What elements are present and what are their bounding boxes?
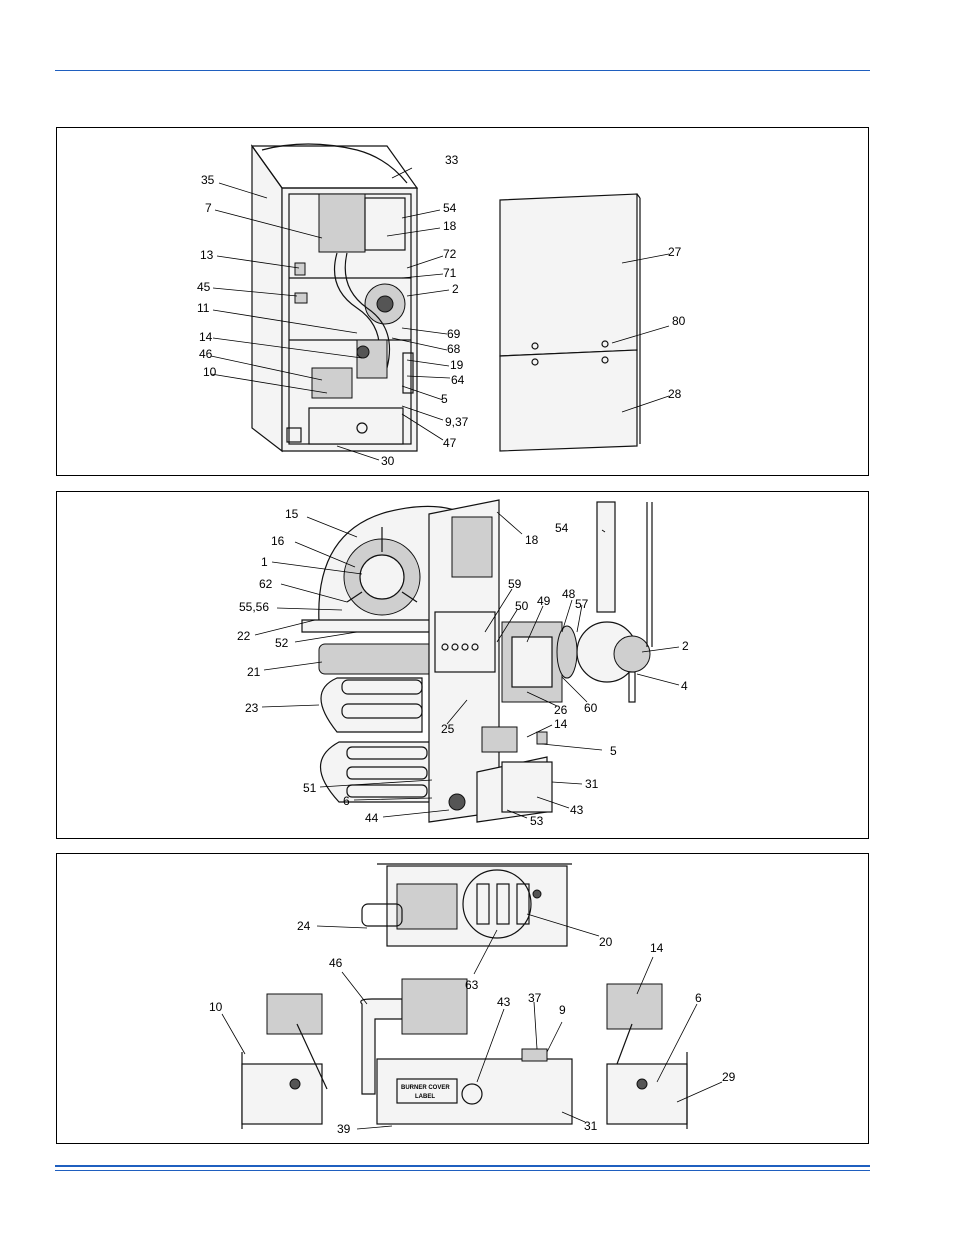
footer-rule	[55, 1165, 870, 1167]
callout: 53	[530, 814, 544, 828]
callout: 31	[584, 1119, 598, 1133]
header-rule	[55, 70, 870, 71]
callout: 59	[508, 577, 522, 591]
callout: 10	[209, 1000, 223, 1014]
callout: 52	[275, 636, 289, 650]
callout: 39	[337, 1122, 351, 1136]
panel1-leaders	[210, 167, 670, 461]
center-burner-drawing: BURNER COVER LABEL	[360, 978, 573, 1125]
callout: 54	[555, 521, 569, 535]
callout: 44	[365, 811, 379, 825]
callout: 22	[237, 629, 251, 643]
callout: 18	[525, 533, 539, 547]
callout: 1	[261, 555, 268, 569]
exploded-assembly-diagram: 15 18 16 54 1 62 59 48 55,56 50 49 57 22…	[237, 499, 689, 828]
callout: 31	[585, 777, 599, 791]
callout: 30	[381, 454, 395, 468]
burner-box-drawing	[448, 726, 553, 823]
callout: 14	[650, 941, 664, 955]
callout: 45	[197, 280, 211, 294]
callout: 9	[559, 1003, 566, 1017]
callout: 60	[584, 701, 598, 715]
callout: 27	[668, 245, 682, 259]
left-burner-drawing	[241, 993, 328, 1129]
callout: 5	[610, 744, 617, 758]
doors-drawing	[499, 193, 641, 452]
callout: 11	[197, 301, 210, 315]
panel3-leaders	[221, 913, 723, 1130]
callout: 24	[297, 919, 311, 933]
callout: 26	[554, 703, 568, 717]
callout: 37	[528, 991, 542, 1005]
burner-cover-label-line1: BURNER COVER	[401, 1085, 450, 1091]
callout: 71	[443, 266, 457, 280]
inducer-drawing	[501, 501, 653, 703]
callout: 69	[447, 327, 461, 341]
panel-burner-details: BURNER COVER LABEL 24	[56, 853, 869, 1144]
cabinet-drawing	[250, 143, 419, 453]
callout: 25	[441, 722, 455, 736]
callout: 46	[329, 956, 343, 970]
callout: 68	[447, 342, 461, 356]
callout: 48	[562, 587, 576, 601]
callout: 4	[681, 679, 688, 693]
callout: 2	[452, 282, 459, 296]
callout: 46	[199, 347, 213, 361]
callout: 62	[259, 577, 273, 591]
callout: 43	[570, 803, 584, 817]
panel-exploded-assembly: 15 18 16 54 1 62 59 48 55,56 50 49 57 22…	[56, 491, 869, 839]
panel2-leaders	[254, 511, 680, 819]
heat-exchanger-drawing	[318, 643, 435, 803]
callout: 15	[285, 507, 299, 521]
callout: 2	[682, 639, 689, 653]
callout: 54	[443, 201, 457, 215]
callout: 55,56	[239, 600, 269, 614]
callout: 14	[554, 717, 568, 731]
furnace-cabinet-diagram: 33 35 7 54 18 13 72 71 45 2 11 69 14 68 …	[197, 143, 686, 468]
callout: 14	[199, 330, 213, 344]
callout: 7	[205, 201, 212, 215]
callout: 47	[443, 436, 457, 450]
callout: 10	[203, 365, 217, 379]
callout: 72	[443, 247, 457, 261]
footer-rule-thin	[55, 1170, 870, 1171]
manifold-top-drawing	[361, 863, 572, 947]
burner-cover-label-line2: LABEL	[415, 1094, 435, 1100]
callout: 5	[441, 392, 448, 406]
callout: 80	[672, 314, 686, 328]
callout: 64	[451, 373, 465, 387]
panel-furnace-cabinet: 33 35 7 54 18 13 72 71 45 2 11 69 14 68 …	[56, 127, 869, 476]
callout: 33	[445, 153, 459, 167]
callout: 19	[450, 358, 464, 372]
callout: 20	[599, 935, 613, 949]
callout: 43	[497, 995, 511, 1009]
callout: 35	[201, 173, 215, 187]
callout: 57	[575, 597, 589, 611]
right-burner-drawing	[606, 983, 688, 1129]
callout: 29	[722, 1070, 736, 1084]
callout: 23	[245, 701, 259, 715]
callout: 63	[465, 978, 479, 992]
callout: 51	[303, 781, 317, 795]
burner-details-diagram: BURNER COVER LABEL 24	[209, 863, 736, 1136]
callout: 28	[668, 387, 682, 401]
callout: 50	[515, 599, 529, 613]
callout: 6	[695, 991, 702, 1005]
callout: 21	[247, 665, 261, 679]
callout: 16	[271, 534, 285, 548]
callout: 6	[343, 794, 350, 808]
callout: 13	[200, 248, 214, 262]
callout: 18	[443, 219, 457, 233]
callout: 9,37	[445, 415, 469, 429]
callout: 49	[537, 594, 551, 608]
